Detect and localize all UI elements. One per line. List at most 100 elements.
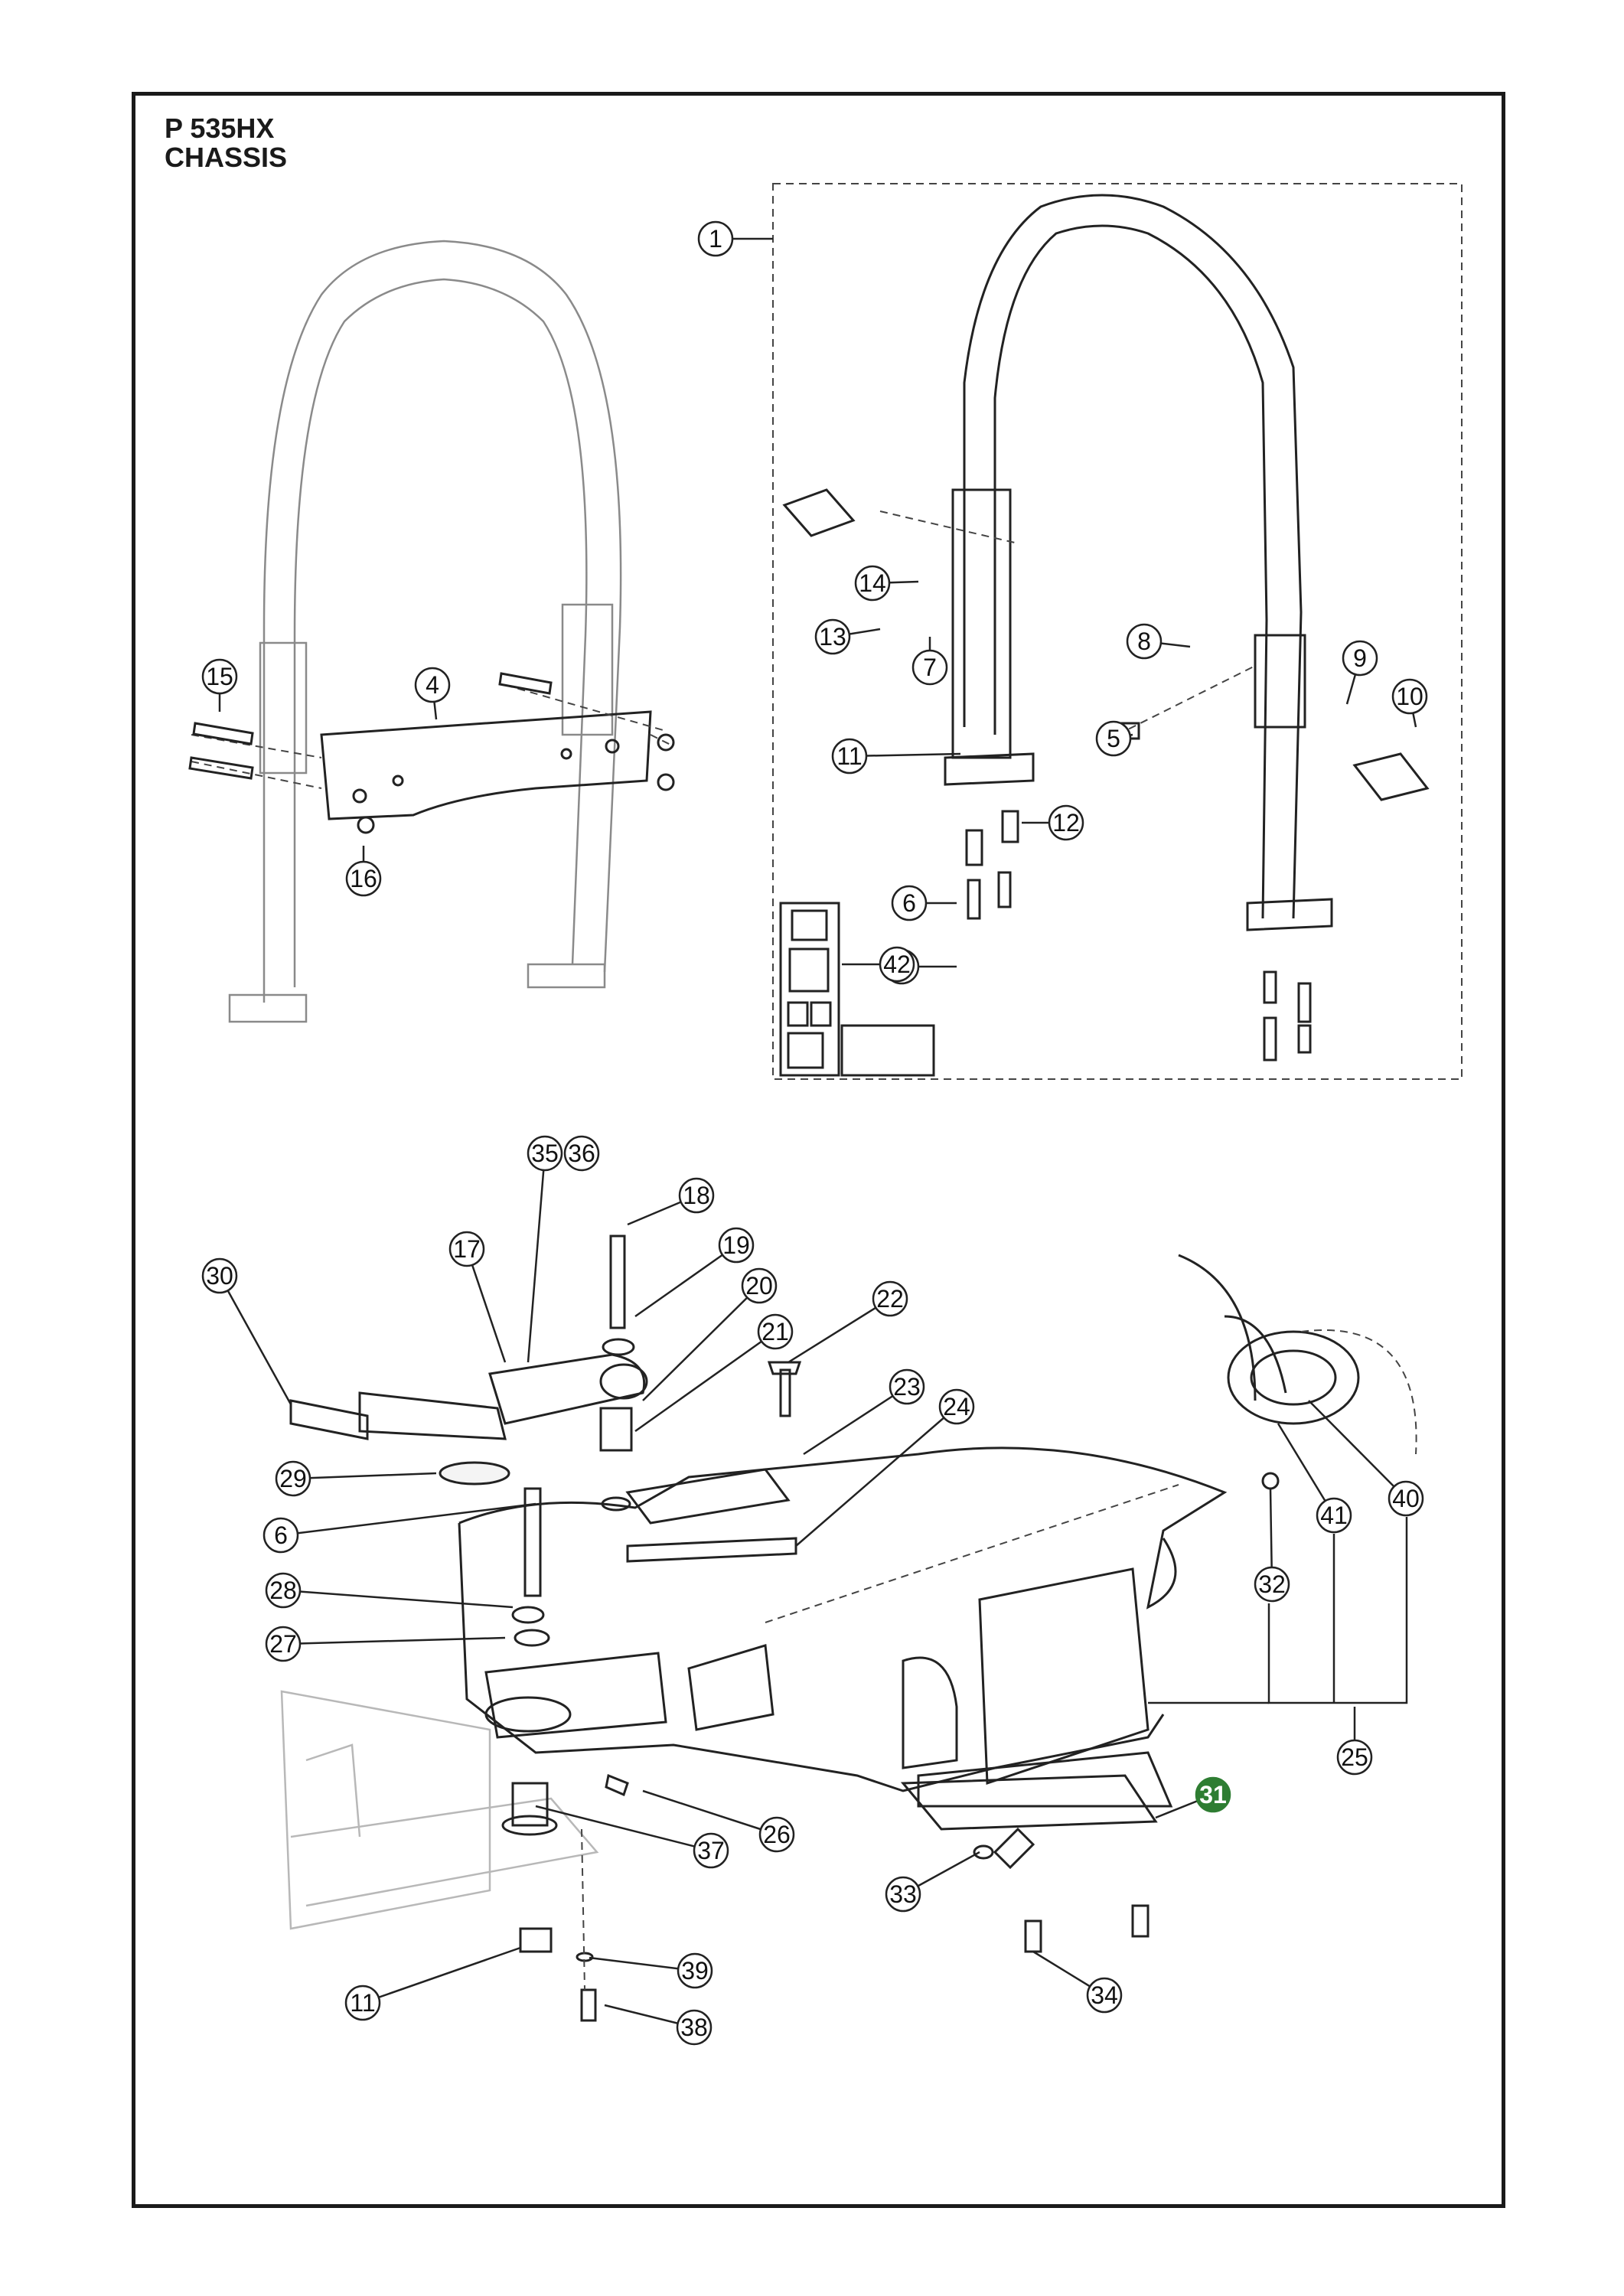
callout-13: 13 — [814, 618, 851, 655]
callout-42: 42 — [879, 946, 915, 983]
callout-27: 27 — [265, 1626, 302, 1662]
callout-leader — [362, 1946, 521, 2004]
callout-1: 1 — [697, 220, 734, 257]
callout-14: 14 — [854, 565, 891, 602]
callout-leader — [527, 1153, 546, 1363]
callout-number: 35 — [531, 1140, 559, 1167]
callout-number: 6 — [274, 1521, 288, 1549]
callout-layer: 1456789101112131415166423536181719302022… — [201, 220, 1428, 2046]
callout-6: 6 — [263, 1517, 299, 1554]
callout-21: 21 — [757, 1313, 794, 1350]
callout-16: 16 — [345, 860, 382, 897]
callout-number: 27 — [269, 1630, 297, 1658]
chassis-frame-drawing — [458, 1446, 1228, 1870]
callout-number: 1 — [709, 225, 722, 253]
callout-10: 10 — [1391, 678, 1428, 715]
callout-number: 29 — [279, 1465, 307, 1492]
callout-number: 9 — [1353, 644, 1367, 672]
callout-6: 6 — [891, 885, 928, 921]
callout-leader — [535, 1805, 712, 1852]
callout-41: 41 — [1316, 1497, 1352, 1534]
callout-25: 25 — [1336, 1739, 1373, 1776]
callout-15: 15 — [201, 658, 238, 695]
detail-magnifier — [765, 1254, 1417, 1623]
callout-17: 17 — [448, 1231, 485, 1267]
callout-number: 22 — [876, 1285, 904, 1313]
callout-leader — [280, 1502, 536, 1537]
callout-39: 39 — [677, 1952, 713, 1989]
support-parts-drawing — [605, 1361, 1158, 1953]
callout-number: 32 — [1258, 1570, 1286, 1598]
decal-sheet-drawing — [779, 902, 935, 1077]
callout-leader — [634, 1244, 737, 1318]
callout-number: 6 — [902, 889, 916, 917]
callout-29: 29 — [275, 1460, 311, 1497]
kit-boundary — [772, 183, 1463, 1080]
callout-40: 40 — [1388, 1480, 1424, 1517]
callout-35: 35 — [527, 1135, 563, 1172]
roll-bar-kit-drawing — [782, 194, 1430, 1062]
callout-number: 41 — [1320, 1502, 1348, 1529]
callout-5: 5 — [1095, 720, 1132, 757]
callout-32: 32 — [1254, 1566, 1290, 1603]
callout-number: 5 — [1107, 725, 1120, 752]
callout-38: 38 — [676, 2009, 713, 2046]
callout-22: 22 — [872, 1280, 908, 1317]
callout-leader — [642, 1789, 778, 1836]
callout-12: 12 — [1048, 804, 1084, 841]
callout-37: 37 — [693, 1832, 729, 1869]
roll-bar-assembled-drawing — [228, 240, 622, 1023]
callout-number: 19 — [722, 1231, 750, 1259]
callout-leader — [642, 1285, 760, 1401]
callout-31: 31 — [1195, 1776, 1231, 1813]
bolt-stack-drawing — [439, 1234, 635, 2022]
callout-leader — [795, 1406, 957, 1547]
callout-36: 36 — [563, 1135, 600, 1172]
section-title: CHASSIS — [165, 142, 288, 173]
callout-number: 28 — [269, 1577, 297, 1604]
callout-number: 4 — [426, 671, 439, 699]
callout-number: 24 — [943, 1393, 970, 1420]
callout-number: 33 — [889, 1880, 917, 1908]
callout-number: 12 — [1052, 809, 1080, 837]
callout-leader — [218, 1275, 292, 1405]
pivot-arm-drawing — [289, 1353, 648, 1440]
callout-leader — [788, 1297, 891, 1364]
callout-number: 25 — [1341, 1743, 1368, 1771]
callout-leader — [849, 752, 961, 758]
callout-24: 24 — [938, 1388, 975, 1425]
callout-number: 15 — [206, 663, 233, 690]
background-frame-drawing — [280, 1690, 599, 1930]
callout-number: 16 — [350, 865, 377, 892]
callout-number: 23 — [893, 1373, 921, 1401]
callout-33: 33 — [885, 1876, 921, 1913]
callout-28: 28 — [265, 1572, 302, 1609]
callout-leader — [1277, 1423, 1335, 1516]
model-title: P 535HX — [165, 113, 275, 144]
callout-leader — [282, 1589, 514, 1609]
callout-7: 7 — [911, 649, 948, 686]
callout-number: 8 — [1137, 628, 1151, 655]
callout-number: 36 — [568, 1140, 595, 1167]
callout-30: 30 — [201, 1257, 238, 1294]
callout-number: 38 — [680, 2014, 708, 2041]
callout-number: 37 — [697, 1837, 725, 1864]
callout-20: 20 — [741, 1267, 778, 1304]
callout-number: 10 — [1396, 683, 1423, 710]
callout-number: 30 — [206, 1262, 233, 1290]
callout-23: 23 — [889, 1368, 925, 1405]
callout-number: 39 — [681, 1957, 709, 1985]
callout-number: 21 — [761, 1318, 789, 1345]
callout-number: 17 — [453, 1235, 481, 1263]
callout-9: 9 — [1342, 640, 1378, 677]
callout-number: 11 — [836, 742, 862, 770]
callout-8: 8 — [1126, 623, 1163, 660]
callout-number: 14 — [859, 569, 886, 597]
callout-number: 20 — [745, 1272, 773, 1300]
callout-leader — [803, 1385, 908, 1456]
callout-number: 11 — [350, 1989, 375, 2017]
callout-number: 26 — [763, 1821, 791, 1848]
callout-number: 31 — [1199, 1781, 1227, 1808]
callout-bracket — [1267, 1517, 1408, 1704]
